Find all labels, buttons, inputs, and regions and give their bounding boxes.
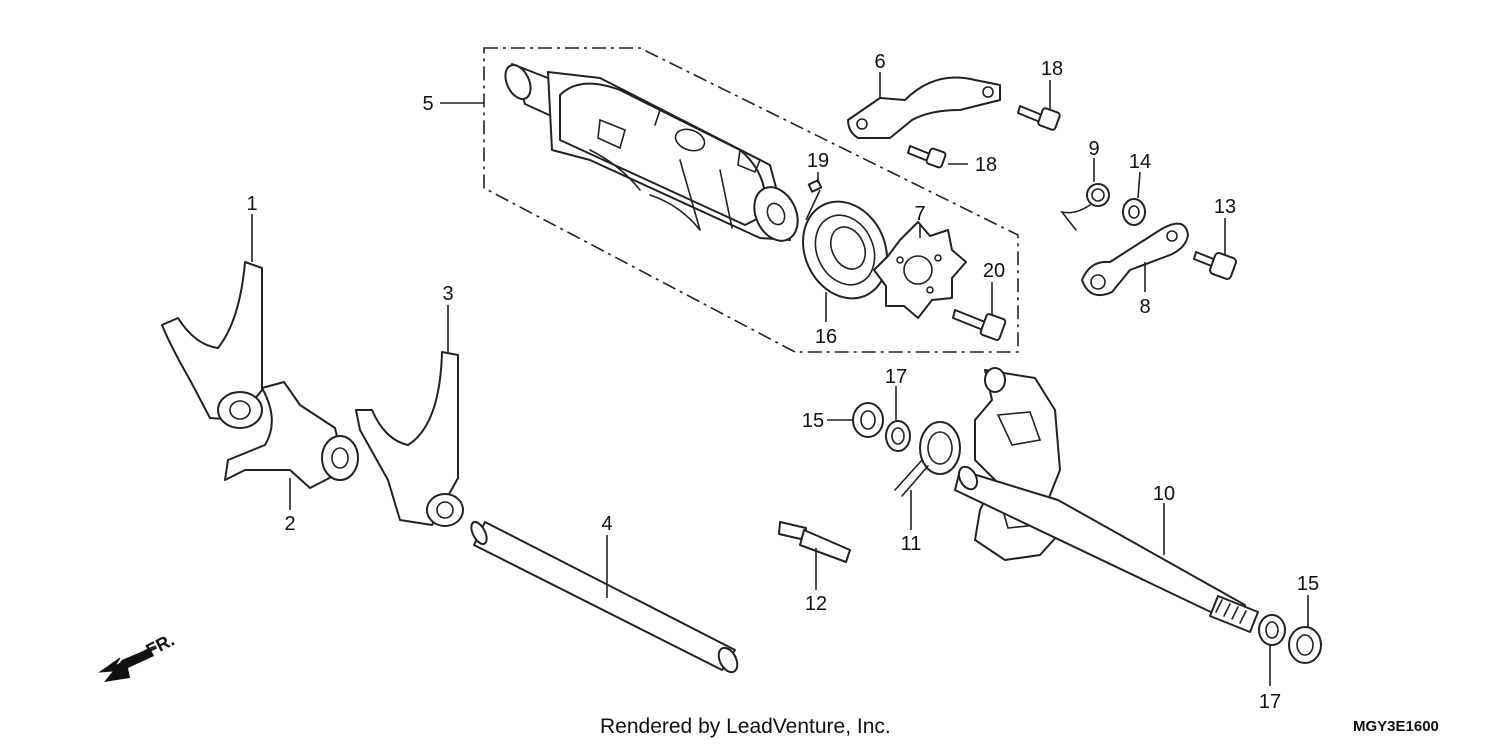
fork-shaft[interactable] <box>468 520 741 676</box>
front-direction-indicator: FR. <box>98 630 178 682</box>
callout-8: 8 <box>1139 296 1150 318</box>
callout-16: 16 <box>815 326 837 348</box>
arrow-front-icon <box>98 645 157 682</box>
callout-4: 4 <box>601 513 612 535</box>
bolt-18-lower[interactable] <box>907 145 947 169</box>
callout-7: 7 <box>914 203 925 225</box>
shift-fork-1[interactable] <box>161 261 263 429</box>
washer-14[interactable] <box>1122 198 1146 226</box>
circlip-17-upper[interactable] <box>885 420 911 452</box>
callout-10: 10 <box>1153 483 1175 505</box>
callout-labels: 1 2 3 4 5 6 7 8 9 10 11 12 13 14 15 15 1… <box>246 51 1319 713</box>
circlip-17-lower[interactable] <box>1258 614 1286 646</box>
callout-19: 19 <box>807 150 829 172</box>
bolt-18-upper[interactable] <box>1017 105 1061 131</box>
callout-12: 12 <box>805 593 827 615</box>
callout-20: 20 <box>983 260 1005 282</box>
shift-fork-3[interactable] <box>355 351 464 527</box>
callout-18-upper: 18 <box>1041 58 1063 80</box>
callout-15-upper: 15 <box>802 410 824 432</box>
callout-15-lower: 15 <box>1297 573 1319 595</box>
drum-center[interactable] <box>873 221 967 319</box>
callout-13: 13 <box>1214 196 1236 218</box>
bracket[interactable] <box>847 76 1001 139</box>
callout-9: 9 <box>1088 138 1099 160</box>
bolt-20[interactable] <box>952 309 1007 341</box>
callout-11: 11 <box>901 533 922 555</box>
pin[interactable] <box>807 179 823 193</box>
callout-5: 5 <box>422 93 433 115</box>
assembly-boundary <box>483 47 1019 353</box>
bearing[interactable] <box>788 188 903 312</box>
stopper-arm[interactable] <box>1081 222 1189 296</box>
stopper-spring[interactable] <box>1059 183 1110 231</box>
diagram-code: MGY3E1600 <box>1353 718 1439 735</box>
washer-15-upper[interactable] <box>852 402 884 438</box>
spring-pin[interactable] <box>778 521 851 563</box>
leader-lines <box>251 72 1309 686</box>
callout-17-upper: 17 <box>885 366 907 388</box>
callout-18-lower: 18 <box>975 154 997 176</box>
callout-6: 6 <box>874 51 885 73</box>
callout-17-lower: 17 <box>1259 691 1281 713</box>
gearshift-spindle[interactable] <box>954 367 1259 633</box>
callout-1: 1 <box>246 193 257 215</box>
callout-2: 2 <box>284 513 295 535</box>
shift-fork-2[interactable] <box>224 381 359 489</box>
shift-drum[interactable] <box>500 61 806 248</box>
washer-15-lower[interactable] <box>1288 626 1322 664</box>
callout-14: 14 <box>1129 151 1151 173</box>
return-spring[interactable] <box>894 421 961 497</box>
callout-3: 3 <box>442 283 453 305</box>
render-credit: Rendered by LeadVenture, Inc. <box>600 715 891 738</box>
bolt-13[interactable] <box>1193 251 1237 280</box>
